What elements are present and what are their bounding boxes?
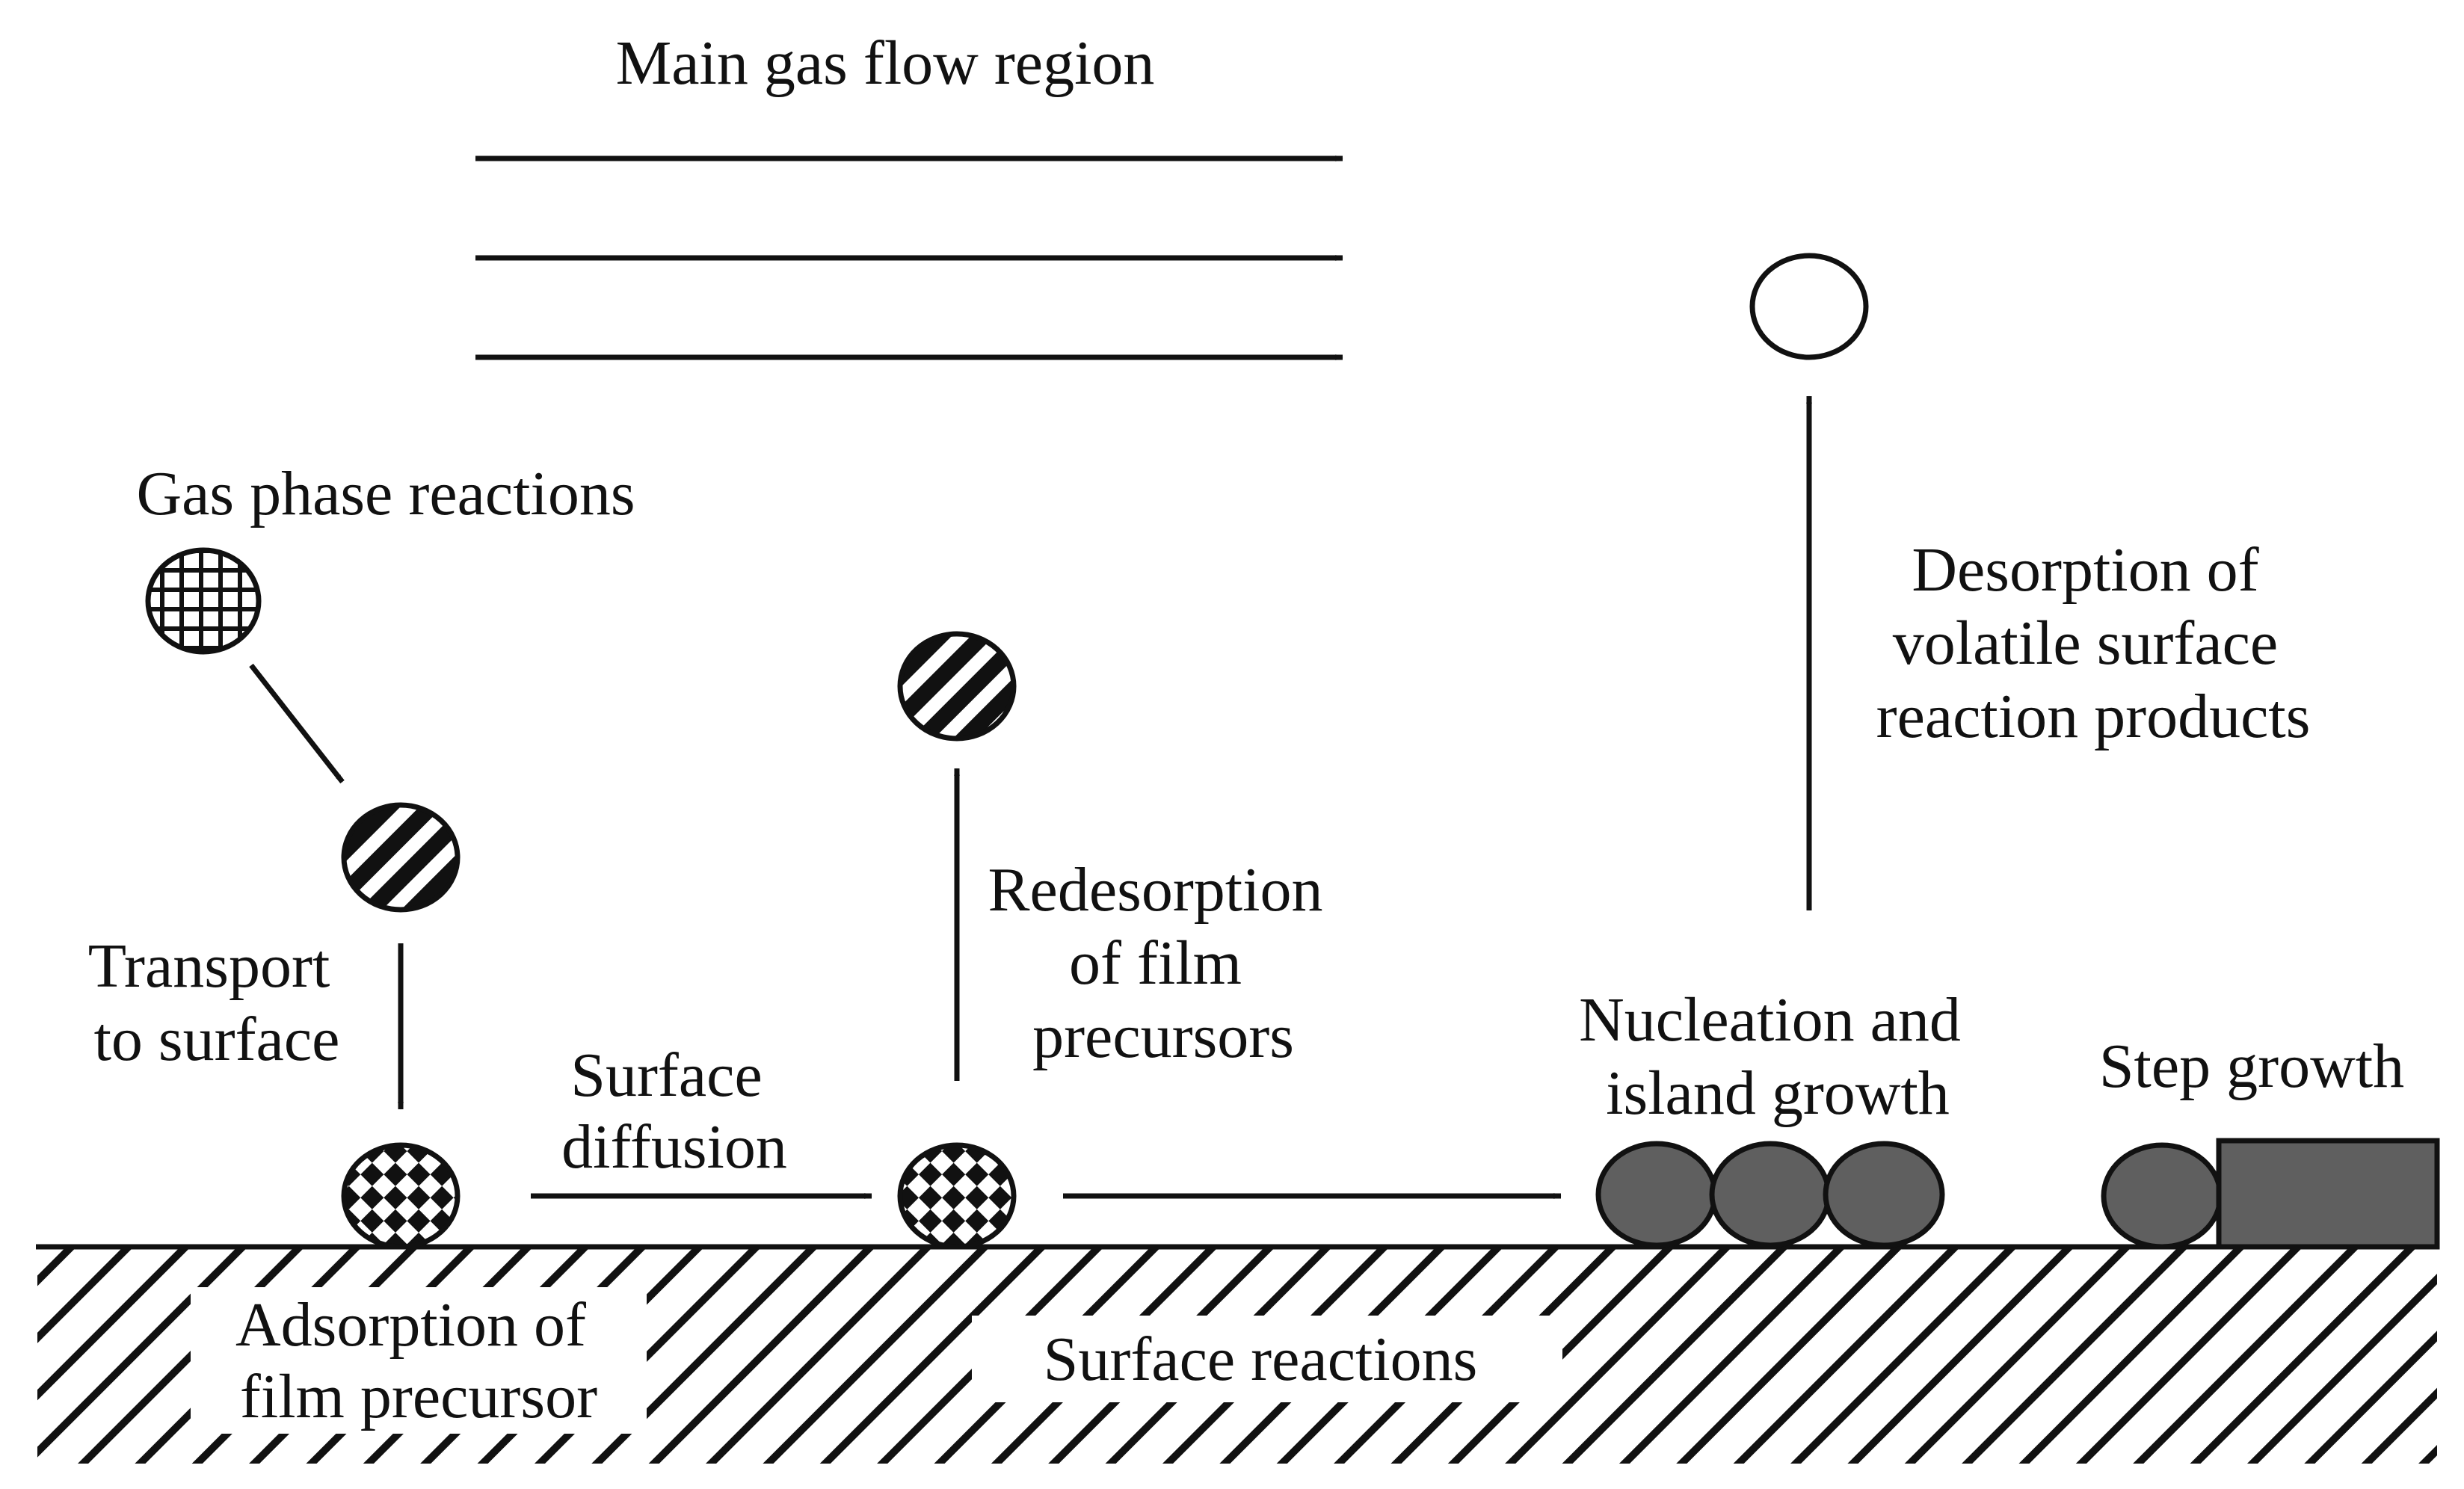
step-atom <box>2101 1142 2223 1250</box>
island-atom-2 <box>1709 1141 1832 1248</box>
gas-phase-to-precursor-arrow <box>249 663 345 784</box>
desorption-label: Desorption of volatile surface reaction … <box>1876 535 2311 751</box>
gas-phase-molecule <box>145 547 262 655</box>
surface-diffusion-label: Surface diffusion <box>561 1041 787 1182</box>
adsorption-label-box <box>191 1287 647 1434</box>
substrate <box>36 1244 2439 1464</box>
island-atom-3 <box>1823 1141 1945 1248</box>
island-atom-1 <box>1595 1141 1718 1248</box>
main-flow-label: Main gas flow region <box>616 28 1155 98</box>
diffusing-precursor-molecule <box>897 1142 1017 1250</box>
adsorbed-precursor-molecule <box>341 1142 461 1250</box>
transport-label: Transport to surface <box>88 931 346 1074</box>
process-arrows <box>249 395 1812 1199</box>
deposits <box>1595 1138 2440 1250</box>
redesorbed-precursor-molecule <box>897 631 1017 742</box>
main-flow-arrows <box>475 155 1343 360</box>
step-block <box>2216 1138 2440 1250</box>
adsorption-label: Adsorption of film precursor <box>235 1290 602 1431</box>
surface-reactions-label-box <box>972 1316 1562 1402</box>
step-growth-label: Step growth <box>2099 1032 2404 1101</box>
labels: Main gas flow region Gas phase reactions… <box>88 28 2404 1431</box>
molecules <box>145 253 1869 1250</box>
gas-phase-label: Gas phase reactions <box>136 459 635 528</box>
film-precursor-molecule <box>341 802 461 913</box>
redesorption-label: Redesorption of film precursors <box>988 855 1339 1071</box>
nucleation-label: Nucleation and island growth <box>1579 985 1977 1128</box>
surface-reactions-label: Surface reactions <box>1044 1325 1478 1394</box>
volatile-product-molecule <box>1749 253 1869 360</box>
